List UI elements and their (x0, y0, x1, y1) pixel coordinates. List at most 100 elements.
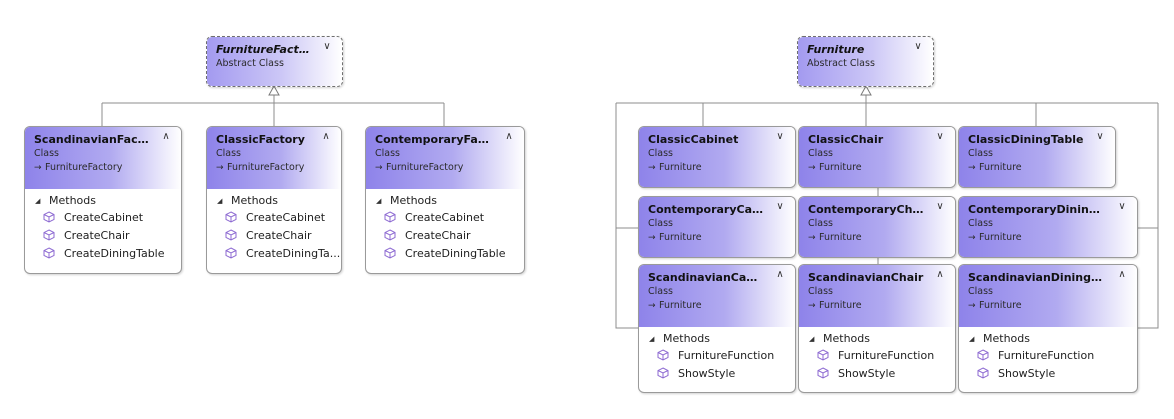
class-stereotype: Class (808, 148, 833, 159)
inherits-arrow-icon: → (968, 233, 976, 243)
methods-section-header[interactable]: ◢Methods (799, 331, 955, 347)
class-scandinaviancabinet[interactable]: ScandinavianCabinet Class →Furniture ∧ ◢… (638, 264, 796, 393)
base-class-label: →Furniture (808, 299, 947, 313)
method-item[interactable]: ShowStyle (639, 365, 795, 383)
methods-section-header[interactable]: ◢Methods (207, 193, 341, 209)
chevron-down-double-icon[interactable]: ∨ (323, 41, 331, 52)
method-item[interactable]: CreateCabinet (25, 209, 181, 227)
class-scandinavianchair[interactable]: ScandinavianChair Class →Furniture ∧ ◢Me… (798, 264, 956, 393)
chevron-up-double-icon[interactable]: ∧ (162, 131, 170, 142)
method-item[interactable]: CreateDiningTa... (207, 245, 341, 263)
base-class-name: Furniture (659, 162, 702, 173)
section-label: Methods (390, 194, 437, 207)
class-classicdiningtable[interactable]: ClassicDiningTable Class →Furniture ∨ (958, 126, 1116, 188)
chevron-down-double-icon[interactable]: ∨ (776, 131, 784, 142)
method-item[interactable]: CreateCabinet (207, 209, 341, 227)
method-cube-icon (225, 229, 237, 241)
method-item[interactable]: CreateChair (25, 227, 181, 245)
section-collapse-triangle-icon[interactable]: ◢ (217, 197, 223, 205)
inherits-arrow-icon: → (968, 301, 976, 311)
method-name: CreateChair (64, 229, 130, 242)
class-header: ContemporaryDiningTable Class →Furniture… (959, 197, 1137, 257)
class-body: ◢Methods FurnitureFunction ShowStyle (639, 327, 795, 383)
class-name: ScandinavianDiningTable (968, 271, 1124, 284)
section-collapse-triangle-icon[interactable]: ◢ (35, 197, 41, 205)
class-header: FurnitureFactory Abstract Class ∨ (207, 37, 342, 86)
class-stereotype: Class (968, 148, 993, 159)
base-class-name: Furniture (819, 232, 862, 243)
method-item[interactable]: ShowStyle (959, 365, 1137, 383)
method-item[interactable]: FurnitureFunction (959, 347, 1137, 365)
method-item[interactable]: FurnitureFunction (799, 347, 955, 365)
class-contemporarydiningtable[interactable]: ContemporaryDiningTable Class →Furniture… (958, 196, 1138, 258)
class-name: Furniture (807, 43, 865, 56)
base-class-label: →Furniture (648, 161, 787, 175)
base-class-name: Furniture (659, 232, 702, 243)
method-item[interactable]: FurnitureFunction (639, 347, 795, 365)
method-cube-icon (817, 367, 829, 379)
base-class-label: →FurnitureFactory (216, 161, 333, 175)
method-name: CreateChair (405, 229, 471, 242)
chevron-up-double-icon[interactable]: ∧ (776, 269, 784, 280)
method-item[interactable]: CreateCabinet (366, 209, 524, 227)
section-collapse-triangle-icon[interactable]: ◢ (649, 335, 655, 343)
left-inheritance-lines (101, 95, 445, 126)
section-label: Methods (983, 332, 1030, 345)
method-cube-icon (384, 229, 396, 241)
section-collapse-triangle-icon[interactable]: ◢ (809, 335, 815, 343)
section-label: Methods (49, 194, 96, 207)
class-body: ◢Methods FurnitureFunction ShowStyle (799, 327, 955, 383)
method-cube-icon (43, 229, 55, 241)
class-header: ContemporaryCabinet Class →Furniture ∨ (639, 197, 795, 257)
method-item[interactable]: CreateChair (207, 227, 341, 245)
chevron-up-double-icon[interactable]: ∧ (505, 131, 513, 142)
chevron-down-double-icon[interactable]: ∨ (776, 201, 784, 212)
section-collapse-triangle-icon[interactable]: ◢ (376, 197, 382, 205)
base-class-name: FurnitureFactory (227, 162, 305, 173)
method-item[interactable]: CreateDiningTable (366, 245, 524, 263)
class-name: ClassicDiningTable (968, 133, 1084, 146)
base-class-label: →Furniture (648, 299, 787, 313)
method-item[interactable]: CreateDiningTable (25, 245, 181, 263)
inherits-arrow-icon: → (808, 163, 816, 173)
class-name: ScandinavianChair (808, 271, 924, 284)
method-cube-icon (43, 211, 55, 223)
class-furniturefactory[interactable]: FurnitureFactory Abstract Class ∨ (206, 36, 343, 87)
base-class-name: Furniture (979, 300, 1022, 311)
class-furniture[interactable]: Furniture Abstract Class ∨ (797, 36, 934, 87)
method-item[interactable]: ShowStyle (799, 365, 955, 383)
chevron-down-double-icon[interactable]: ∨ (936, 131, 944, 142)
chevron-down-double-icon[interactable]: ∨ (1118, 201, 1126, 212)
methods-section-header[interactable]: ◢Methods (639, 331, 795, 347)
chevron-up-double-icon[interactable]: ∧ (322, 131, 330, 142)
class-name: ContemporaryDiningTable (968, 203, 1129, 216)
chevron-down-double-icon[interactable]: ∨ (1096, 131, 1104, 142)
method-item[interactable]: CreateChair (366, 227, 524, 245)
section-collapse-triangle-icon[interactable]: ◢ (969, 335, 975, 343)
method-cube-icon (43, 247, 55, 259)
base-class-label: →FurnitureFactory (375, 161, 516, 175)
method-name: CreateCabinet (405, 211, 485, 224)
methods-section-header[interactable]: ◢ Methods (366, 193, 524, 209)
class-classicchair[interactable]: ClassicChair Class →Furniture ∨ (798, 126, 956, 188)
base-class-name: Furniture (659, 300, 702, 311)
methods-section-header[interactable]: ◢ Methods (959, 331, 1137, 347)
chevron-up-double-icon[interactable]: ∧ (1118, 269, 1126, 280)
chevron-down-double-icon[interactable]: ∨ (936, 201, 944, 212)
chevron-down-double-icon[interactable]: ∨ (914, 41, 922, 52)
method-name: ShowStyle (838, 367, 896, 380)
class-classicfactory[interactable]: ClassicFactory Class →FurnitureFactory ∧… (206, 126, 342, 274)
chevron-up-double-icon[interactable]: ∧ (936, 269, 944, 280)
class-scandinavianfactory[interactable]: ScandinavianFactory Class →FurnitureFact… (24, 126, 182, 274)
class-name: ScandinavianCabinet (648, 271, 779, 284)
inherits-arrow-icon: → (968, 163, 976, 173)
class-classiccabinet[interactable]: ClassicCabinet Class →Furniture ∨ (638, 126, 796, 188)
inherits-arrow-icon: → (648, 233, 656, 243)
class-contemporaryfactory[interactable]: ContemporaryFactory Class →FurnitureFact… (365, 126, 525, 274)
class-scandinaviandiningtable[interactable]: ScandinavianDiningTable Class →Furniture… (958, 264, 1138, 393)
class-contemporarycabinet[interactable]: ContemporaryCabinet Class →Furniture ∨ (638, 196, 796, 258)
class-contemporarychair[interactable]: ContemporaryChair Class →Furniture ∨ (798, 196, 956, 258)
class-name: ClassicFactory (216, 133, 305, 146)
method-cube-icon (225, 247, 237, 259)
methods-section-header[interactable]: ◢ Methods (25, 193, 181, 209)
